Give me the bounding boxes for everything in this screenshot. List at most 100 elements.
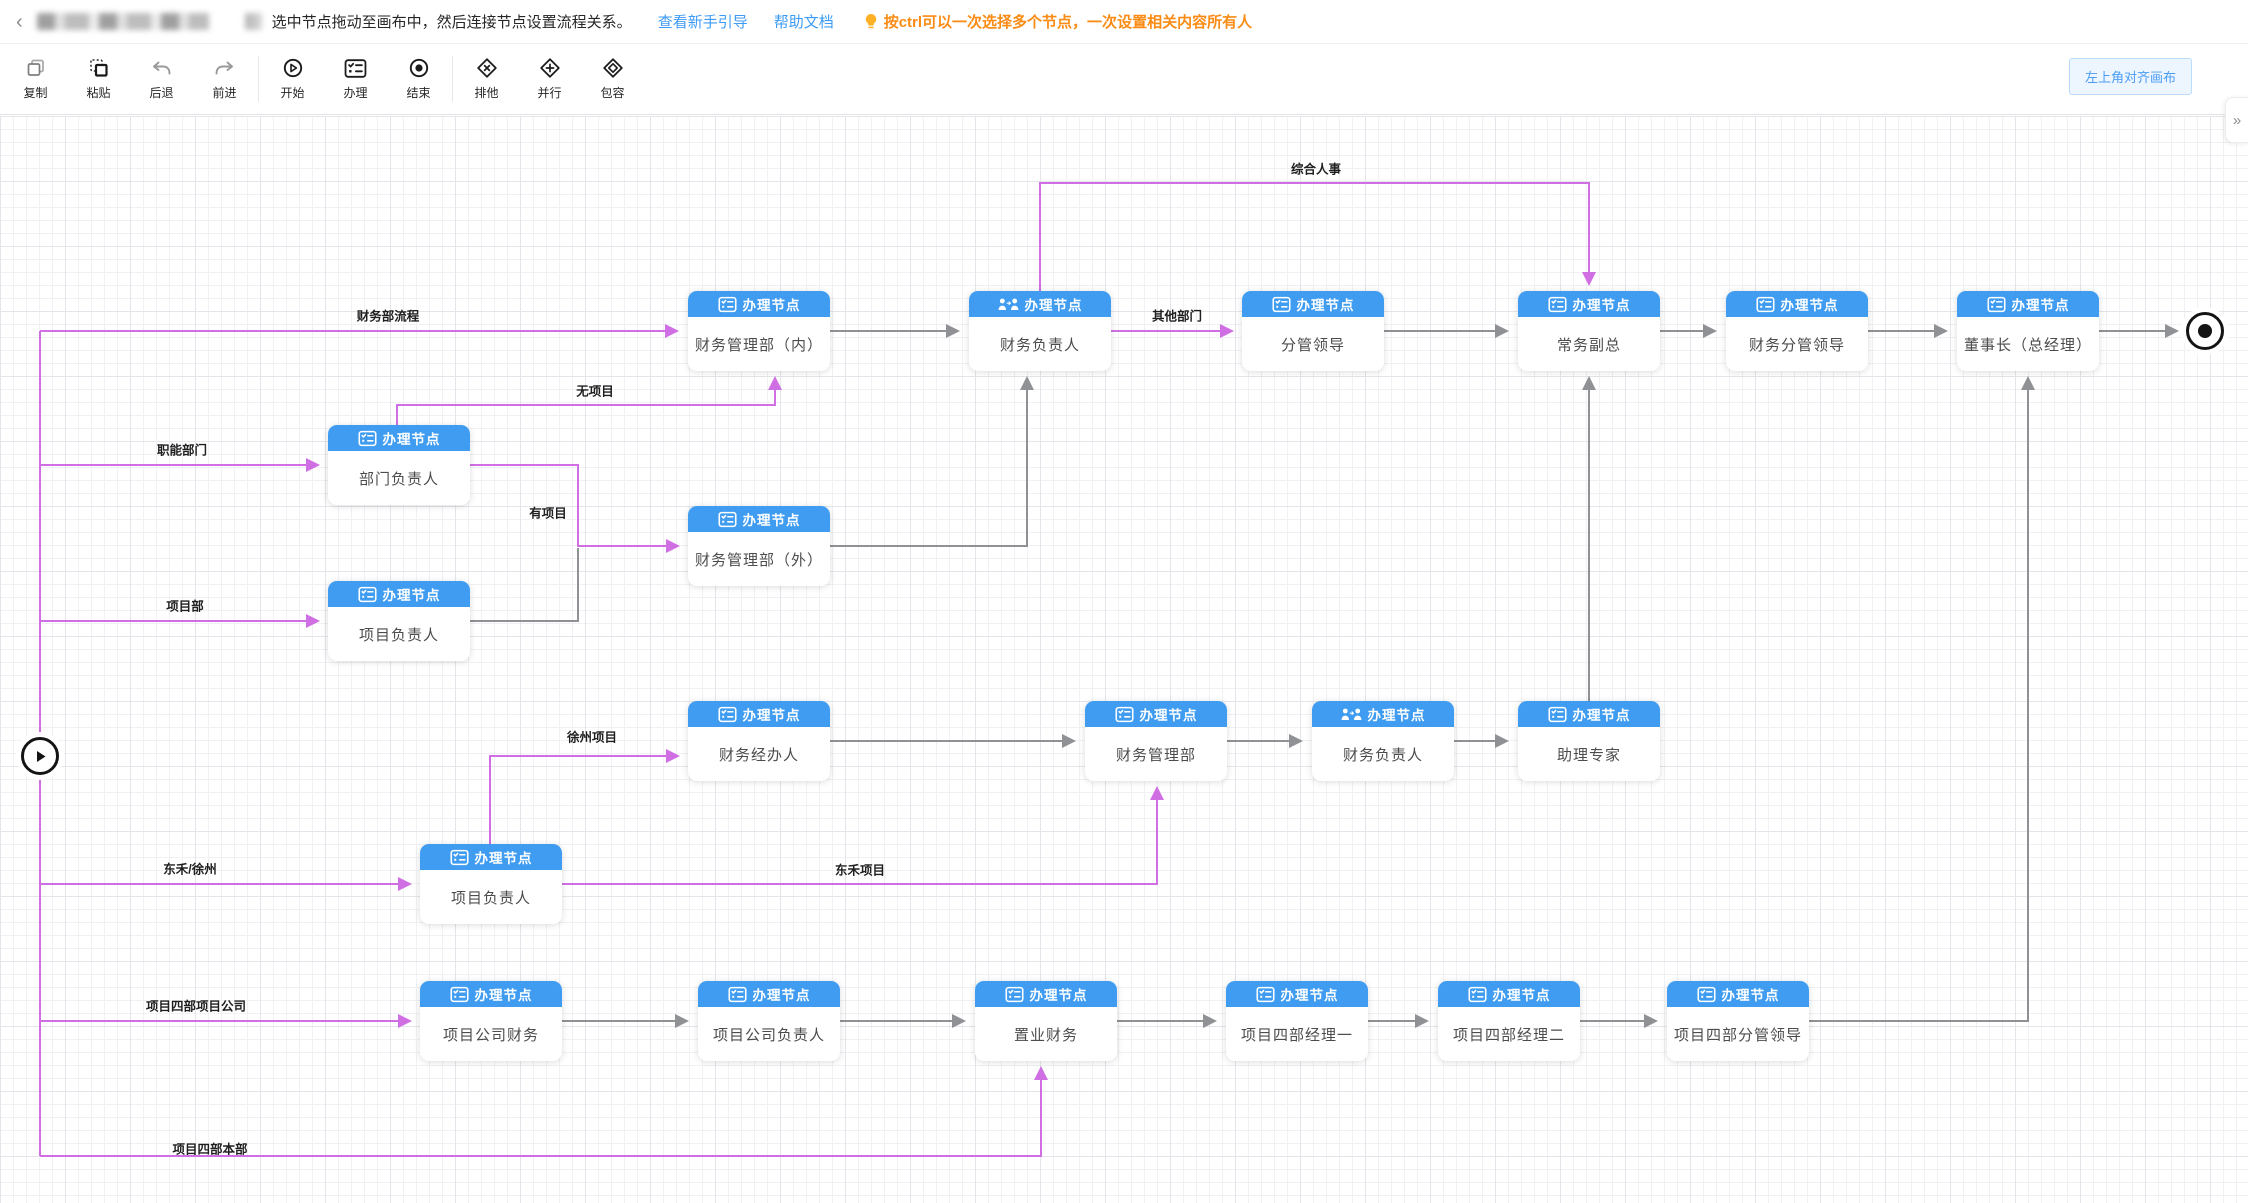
panel-collapse-toggle[interactable]: » bbox=[2225, 97, 2248, 143]
edge[interactable] bbox=[1039, 182, 1596, 291]
flow-node[interactable]: 办理节点 财务经办人 bbox=[688, 701, 830, 781]
flow-node[interactable]: 办理节点 项目四部经理一 bbox=[1226, 981, 1368, 1061]
help-doc-link[interactable]: 帮助文档 bbox=[773, 14, 834, 31]
node-name: 项目负责人 bbox=[358, 626, 439, 644]
edge[interactable] bbox=[562, 786, 1164, 885]
node-type: 办理节点 bbox=[742, 708, 801, 723]
flow-node[interactable]: 办理节点 分管领导 bbox=[1242, 291, 1384, 371]
edge-label: 其他部门 bbox=[1151, 309, 1203, 324]
flow-node[interactable]: 办理节点 财务分管领导 bbox=[1726, 291, 1868, 371]
tip: 按ctrl可以一次选择多个节点，一次设置相关内容所有人 bbox=[864, 11, 1252, 32]
redo-button[interactable]: 前进 bbox=[193, 57, 256, 101]
node-name: 财务管理部（内） bbox=[694, 336, 823, 354]
node-type: 办理节点 bbox=[1721, 988, 1780, 1003]
edge-label: 财务部流程 bbox=[356, 309, 420, 324]
lightbulb-icon bbox=[865, 13, 876, 29]
form-icon bbox=[449, 986, 469, 1002]
tool-label: 后退 bbox=[149, 86, 174, 100]
edge-label: 项目部 bbox=[166, 599, 204, 614]
edge[interactable] bbox=[830, 376, 1034, 547]
edge-label: 项目四部本部 bbox=[172, 1142, 248, 1157]
end-dot-icon bbox=[2198, 324, 2212, 338]
node-name: 财务管理部（外） bbox=[694, 551, 823, 569]
flow-node[interactable]: 办理节点 项目公司负责人 bbox=[698, 981, 840, 1061]
edge[interactable] bbox=[40, 1066, 1048, 1157]
edge-label: 项目四部项目公司 bbox=[145, 999, 247, 1014]
flow-node[interactable]: 办理节点 财务负责人 bbox=[969, 291, 1111, 371]
form-icon bbox=[1467, 986, 1487, 1002]
node-type: 办理节点 bbox=[742, 298, 801, 313]
flow-node[interactable]: 办理节点 项目公司财务 bbox=[420, 981, 562, 1061]
form-icon bbox=[1547, 706, 1567, 722]
flow-node[interactable]: 办理节点 项目四部经理二 bbox=[1438, 981, 1580, 1061]
node-name: 助理专家 bbox=[1556, 746, 1621, 764]
copy-icon bbox=[27, 59, 44, 76]
edge[interactable] bbox=[489, 749, 680, 844]
tool-label: 包容 bbox=[600, 86, 625, 100]
flow-node[interactable]: 办理节点 助理专家 bbox=[1518, 701, 1660, 781]
exclusive-gateway-icon bbox=[476, 58, 497, 78]
toolbar: 复制 粘贴 后退 前进 开始 bbox=[0, 43, 2248, 115]
form-icon bbox=[717, 511, 737, 527]
end-node-button[interactable]: 结束 bbox=[387, 57, 450, 101]
paste-button[interactable]: 粘贴 bbox=[67, 57, 130, 101]
guide-link[interactable]: 查看新手引导 bbox=[657, 14, 748, 31]
blurred-badge bbox=[244, 13, 262, 30]
top-info-bar: ‹ 选中节点拖动至画布中，然后连接节点设置流程关系。 查看新手引导 帮助文档 按… bbox=[0, 0, 2248, 43]
start-node[interactable] bbox=[21, 737, 59, 775]
flow-canvas[interactable]: 财务部流程 无项目 其他部门 综合人事 职能部门 有项目 项目部 徐州项目 东禾… bbox=[0, 116, 2248, 1203]
node-type: 办理节点 bbox=[1492, 988, 1551, 1003]
copy-button[interactable]: 复制 bbox=[4, 57, 67, 101]
flow-node[interactable]: 办理节点 置业财务 bbox=[975, 981, 1117, 1061]
tip-text: 按ctrl可以一次选择多个节点，一次设置相关内容所有人 bbox=[883, 14, 1253, 31]
node-name: 财务分管领导 bbox=[1748, 336, 1845, 354]
task-node-button[interactable]: 办理 bbox=[324, 58, 387, 101]
chevron-double-right-icon: » bbox=[2232, 111, 2242, 129]
node-name: 财务负责人 bbox=[999, 336, 1080, 354]
parallel-gateway-icon bbox=[539, 58, 560, 78]
node-type: 办理节点 bbox=[1139, 708, 1198, 723]
node-type: 办理节点 bbox=[1280, 988, 1339, 1003]
end-node[interactable] bbox=[2186, 312, 2224, 350]
form-icon bbox=[1696, 986, 1716, 1002]
edge[interactable] bbox=[470, 548, 579, 622]
flow-node[interactable]: 办理节点 财务管理部（内） bbox=[688, 291, 830, 371]
tool-label: 排他 bbox=[474, 86, 499, 100]
back-icon[interactable]: ‹ bbox=[16, 10, 23, 33]
parallel-gateway-button[interactable]: 并行 bbox=[518, 57, 581, 101]
redo-icon bbox=[215, 61, 233, 75]
flow-node[interactable]: 办理节点 财务管理部 bbox=[1085, 701, 1227, 781]
flow-node[interactable]: 办理节点 常务副总 bbox=[1518, 291, 1660, 371]
edge[interactable] bbox=[396, 376, 782, 425]
flow-node[interactable]: 办理节点 部门负责人 bbox=[328, 425, 470, 505]
task-icon bbox=[344, 58, 367, 78]
end-icon bbox=[409, 58, 428, 78]
node-type: 办理节点 bbox=[1024, 298, 1083, 313]
flow-node[interactable]: 办理节点 项目负责人 bbox=[328, 581, 470, 661]
align-canvas-button[interactable]: 左上角对齐画布 bbox=[2068, 58, 2192, 95]
form-icon bbox=[1271, 296, 1291, 312]
flow-edges bbox=[39, 182, 2179, 1157]
tool-label: 粘贴 bbox=[86, 86, 111, 100]
flow-node[interactable]: 办理节点 财务管理部（外） bbox=[688, 506, 830, 586]
undo-button[interactable]: 后退 bbox=[130, 57, 193, 101]
node-name: 项目负责人 bbox=[450, 889, 531, 907]
flow-node[interactable]: 办理节点 项目四部分管领导 bbox=[1667, 981, 1809, 1061]
tool-label: 前进 bbox=[212, 86, 237, 100]
play-icon bbox=[36, 750, 45, 762]
node-type: 办理节点 bbox=[382, 432, 441, 447]
exclusive-gateway-button[interactable]: 排他 bbox=[455, 57, 518, 101]
edge[interactable] bbox=[1809, 376, 2035, 1022]
edge[interactable] bbox=[470, 464, 680, 553]
node-type: 办理节点 bbox=[474, 851, 533, 866]
edge-label: 东禾/徐州 bbox=[163, 862, 217, 877]
node-type: 办理节点 bbox=[2011, 298, 2070, 313]
flow-node[interactable]: 办理节点 项目负责人 bbox=[420, 844, 562, 924]
start-node-button[interactable]: 开始 bbox=[261, 57, 324, 101]
form-icon bbox=[449, 849, 469, 865]
inclusive-gateway-button[interactable]: 包容 bbox=[581, 57, 644, 101]
node-name: 项目公司财务 bbox=[442, 1026, 539, 1044]
flow-node[interactable]: 办理节点 董事长（总经理） bbox=[1957, 291, 2099, 371]
node-type: 办理节点 bbox=[1296, 298, 1355, 313]
flow-node[interactable]: 办理节点 财务负责人 bbox=[1312, 701, 1454, 781]
